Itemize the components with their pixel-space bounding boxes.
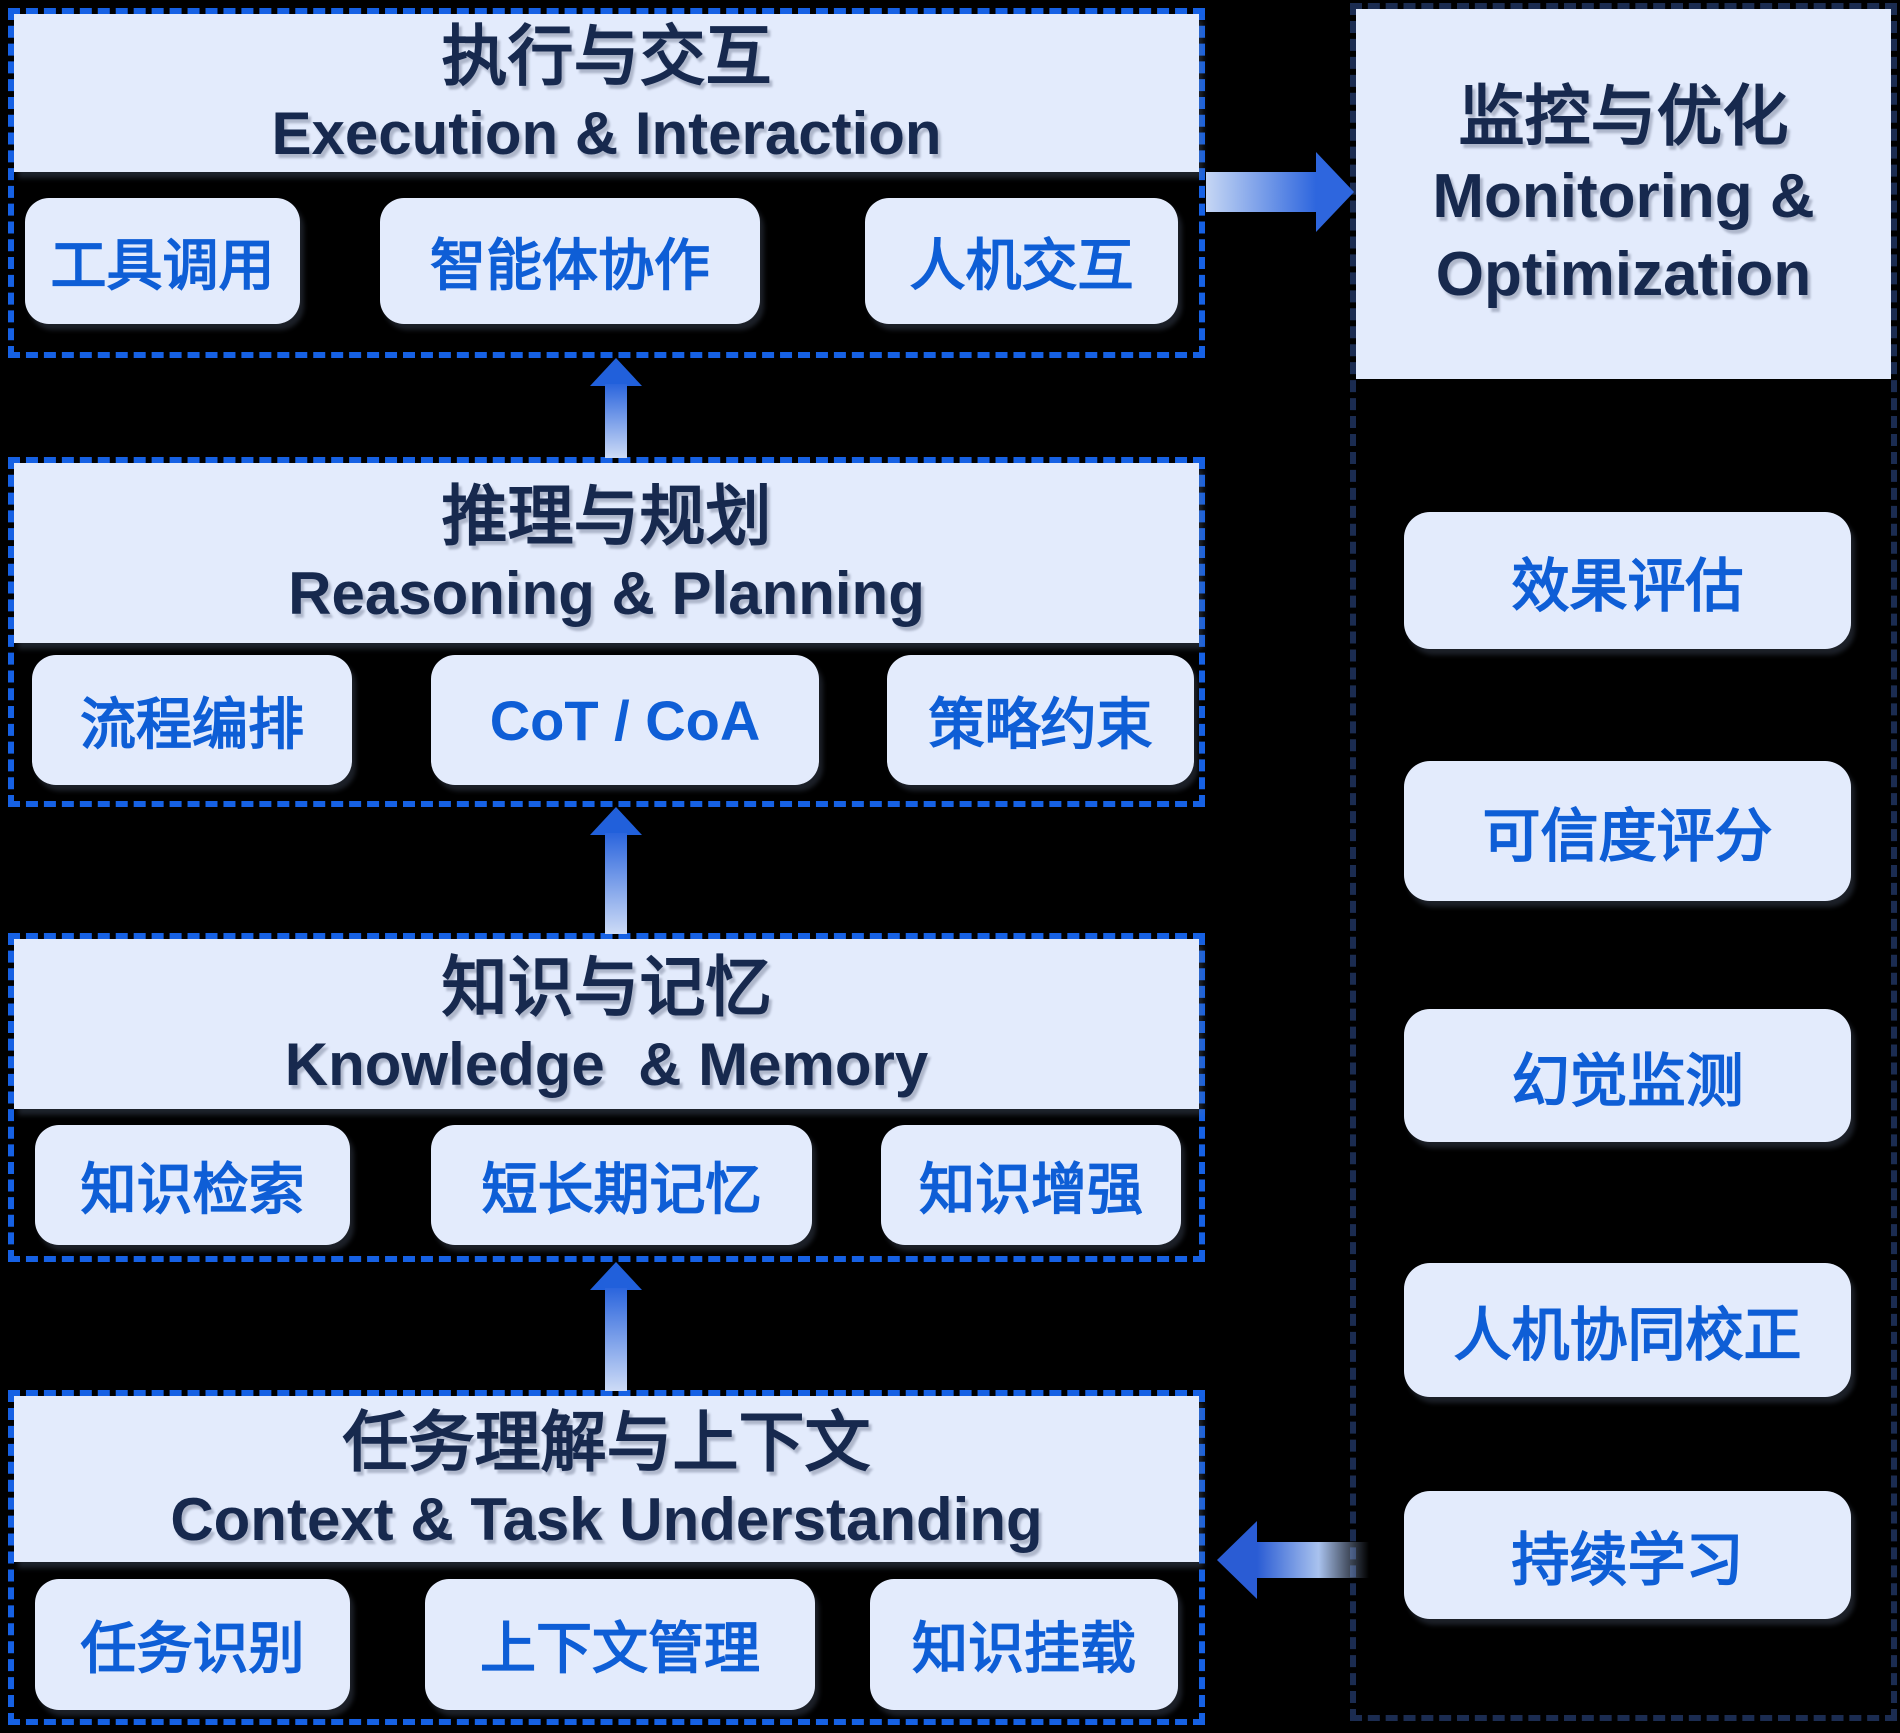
item-task-recognition: 任务识别 <box>35 1579 350 1710</box>
layer-title-zh: 任务理解与上下文 <box>342 1405 871 1479</box>
layer-title-zh: 知识与记忆 <box>441 950 772 1024</box>
arrow-reasoning-to-execution-shaft <box>605 384 627 458</box>
panel-header-monitoring: 监控与优化 Monitoring & Optimization <box>1356 9 1891 379</box>
item-confidence-scoring: 可信度评分 <box>1404 761 1851 901</box>
item-policy-constraints: 策略约束 <box>887 655 1194 785</box>
layer-knowledge-memory: 知识与记忆 Knowledge & Memory 知识检索 短长期记忆 知识增强 <box>8 933 1205 1262</box>
arrow-context-to-knowledge-icon <box>590 1262 642 1290</box>
item-workflow-orchestration: 流程编排 <box>32 655 352 785</box>
layer-title-en: Knowledge & Memory <box>284 1031 929 1098</box>
item-tool-invocation: 工具调用 <box>25 198 300 324</box>
layer-title-zh: 推理与规划 <box>441 479 772 553</box>
layer-header-execution: 执行与交互 Execution & Interaction <box>14 14 1199 172</box>
panel-monitoring-optimization: 监控与优化 Monitoring & Optimization 效果评估 可信度… <box>1350 3 1897 1721</box>
layer-header-reasoning: 推理与规划 Reasoning & Planning <box>14 463 1199 643</box>
arrow-monitoring-to-context-shaft <box>1257 1542 1369 1578</box>
arrow-execution-to-monitoring-shaft <box>1206 172 1316 212</box>
item-cot-coa: CoT / CoA <box>431 655 819 785</box>
arrow-monitoring-to-context-icon <box>1217 1521 1257 1599</box>
layer-title-en: Reasoning & Planning <box>288 560 925 627</box>
item-agent-collaboration: 智能体协作 <box>380 198 760 324</box>
layer-title-zh: 执行与交互 <box>441 19 772 93</box>
layer-title-en: Execution & Interaction <box>271 100 942 167</box>
arrow-execution-to-monitoring-icon <box>1316 152 1354 232</box>
item-hallucination-monitoring: 幻觉监测 <box>1404 1009 1851 1142</box>
item-human-ai-correction: 人机协同校正 <box>1404 1263 1851 1397</box>
item-context-management: 上下文管理 <box>425 1579 815 1710</box>
layer-title-en: Context & Task Understanding <box>170 1486 1043 1553</box>
panel-title-zh: 监控与优化 <box>1458 79 1789 153</box>
item-knowledge-augmentation: 知识增强 <box>881 1125 1181 1245</box>
arrow-knowledge-to-reasoning-shaft <box>605 833 627 934</box>
item-knowledge-mounting: 知识挂载 <box>870 1579 1178 1710</box>
item-short-long-term-memory: 短长期记忆 <box>431 1125 812 1245</box>
item-knowledge-retrieval: 知识检索 <box>35 1125 350 1245</box>
layer-header-knowledge: 知识与记忆 Knowledge & Memory <box>14 939 1199 1109</box>
item-human-machine-interaction: 人机交互 <box>865 198 1178 324</box>
arrow-reasoning-to-execution-icon <box>590 358 642 386</box>
arrow-knowledge-to-reasoning-icon <box>590 807 642 835</box>
layer-execution-interaction: 执行与交互 Execution & Interaction 工具调用 智能体协作… <box>8 8 1205 358</box>
layer-header-context: 任务理解与上下文 Context & Task Understanding <box>14 1396 1199 1562</box>
layer-reasoning-planning: 推理与规划 Reasoning & Planning 流程编排 CoT / Co… <box>8 457 1205 807</box>
arrow-context-to-knowledge-shaft <box>605 1288 627 1391</box>
layer-context-task-understanding: 任务理解与上下文 Context & Task Understanding 任务… <box>8 1390 1205 1725</box>
panel-title-en-line1: Monitoring & <box>1432 162 1815 231</box>
item-effect-evaluation: 效果评估 <box>1404 512 1851 649</box>
item-continuous-learning: 持续学习 <box>1404 1491 1851 1619</box>
panel-title-en-line2: Optimization <box>1435 240 1812 309</box>
